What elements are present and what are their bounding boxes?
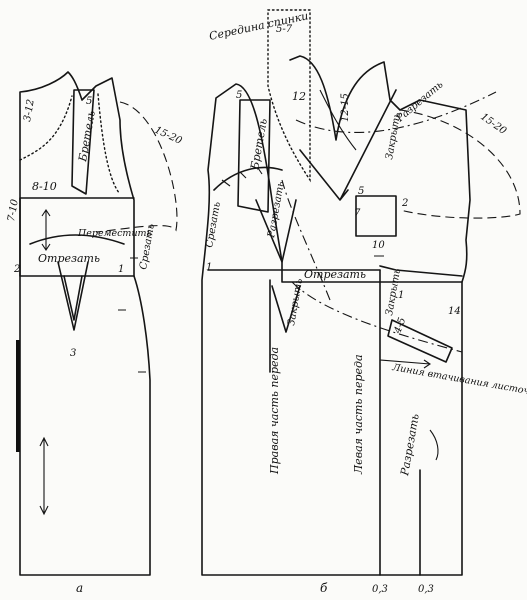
- label-b-zakryt-2: Закрыть: [286, 278, 305, 327]
- label-b-12-15: 12-15: [340, 93, 351, 122]
- label-b-5: 5: [236, 90, 242, 101]
- caption-b: б: [320, 581, 328, 595]
- label-b-10: 10: [372, 240, 385, 251]
- dart-b-lower: [271, 285, 301, 333]
- label-b-4-5: 4-5: [392, 316, 408, 336]
- label-otrezat: Отрезать: [38, 252, 100, 265]
- label-b-7: 7: [354, 208, 361, 219]
- label-b-welt-line: Линия втачивания листочки: [390, 362, 527, 399]
- label-b-1-left: 1: [206, 262, 212, 273]
- pocket-box: [355, 195, 397, 237]
- dim-8-10: 8-10: [32, 180, 57, 193]
- label-b-12: 12: [292, 90, 306, 103]
- figure-a-waist-band: [19, 197, 135, 277]
- waist-line-b: [207, 265, 463, 277]
- figure-a: 3-12 8-10 7-10 15-20 5 Бретель Перемести…: [6, 71, 184, 595]
- label-b-left-front: Левая часть переда: [352, 354, 365, 475]
- figure-b: Середина спинки 5-7 5 12 Бретель Разреза…: [201, 9, 527, 595]
- dim-3-12: 3-12: [22, 98, 37, 122]
- figure-a-dotted-line: [19, 95, 73, 161]
- figure-a-outline: [19, 71, 151, 576]
- armhole-arc-b: [399, 109, 521, 219]
- label-back-center: Середина спинки: [208, 9, 310, 43]
- figure-a-dart: [57, 261, 89, 331]
- figure-a-dashed-arc: [95, 101, 178, 233]
- label-b-14: 14: [448, 306, 461, 317]
- label-back-dim: 5-7: [276, 24, 293, 35]
- dart-b-upper: [255, 199, 297, 263]
- figure-a-strap: [71, 89, 95, 195]
- label-b-15-20: 15-20: [478, 111, 508, 137]
- label-b-5-inner: 5: [358, 186, 364, 197]
- back-center-dotted: [267, 9, 311, 183]
- right-front-outline: [201, 83, 463, 576]
- label-b-otrezat: Отрезать: [304, 268, 366, 281]
- label-bretel: Бретель: [76, 109, 98, 163]
- label-b-bottom-2: 0,3: [418, 584, 434, 595]
- label-b-razrezat-2: Разрезать: [394, 79, 445, 125]
- label-b-razrezat-3: Разрезать: [398, 413, 422, 478]
- label-b-1-right: 1: [398, 290, 404, 301]
- strap-b: [237, 99, 271, 213]
- label-5: 5: [86, 96, 92, 107]
- dim-15-20: 15-20: [153, 125, 184, 147]
- label-2: 2: [13, 264, 20, 275]
- left-front-outline: [289, 55, 471, 283]
- label-3: 3: [70, 348, 76, 359]
- label-b-2: 2: [401, 198, 408, 209]
- label-b-right-front: Правая часть переда: [268, 347, 281, 475]
- label-b-bottom-1: 0,3: [372, 584, 388, 595]
- label-1: 1: [118, 264, 124, 275]
- label-peremestit: Переместить: [77, 228, 152, 239]
- caption-a: а: [76, 581, 83, 595]
- dim-7-10: 7-10: [6, 198, 21, 223]
